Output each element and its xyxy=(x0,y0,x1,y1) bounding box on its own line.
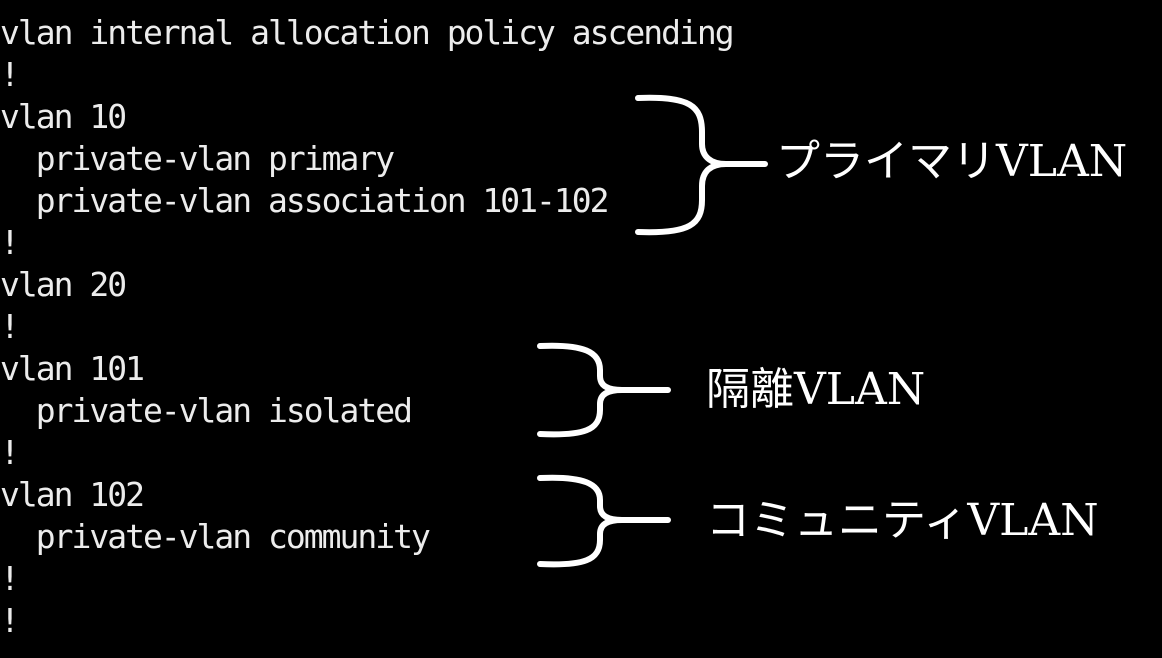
config-line: private-vlan primary xyxy=(0,139,395,178)
config-line: private-vlan association 101-102 xyxy=(0,181,610,220)
config-line: vlan 20 xyxy=(0,265,127,304)
brace-community-icon xyxy=(537,474,671,568)
config-line: private-vlan isolated xyxy=(0,391,413,430)
annotation-community-vlan: コミュニティVLAN xyxy=(706,495,1099,546)
config-line: ! xyxy=(0,433,20,472)
config-line: ! xyxy=(0,55,20,94)
config-line: vlan 101 xyxy=(0,349,145,388)
config-line: ! xyxy=(0,307,20,346)
annotation-isolated-vlan: 隔離VLAN xyxy=(706,364,926,415)
annotation-primary-vlan: プライマリVLAN xyxy=(776,136,1128,187)
config-line: private-vlan community xyxy=(0,517,431,556)
config-line: vlan 102 xyxy=(0,475,145,514)
config-line: ! xyxy=(0,223,20,262)
config-line: ! xyxy=(0,559,20,598)
config-line: vlan internal allocation policy ascendin… xyxy=(0,13,735,52)
config-line: vlan 10 xyxy=(0,97,127,136)
brace-primary-icon xyxy=(635,94,768,236)
config-line: ! xyxy=(0,601,20,640)
brace-isolated-icon xyxy=(537,342,671,438)
